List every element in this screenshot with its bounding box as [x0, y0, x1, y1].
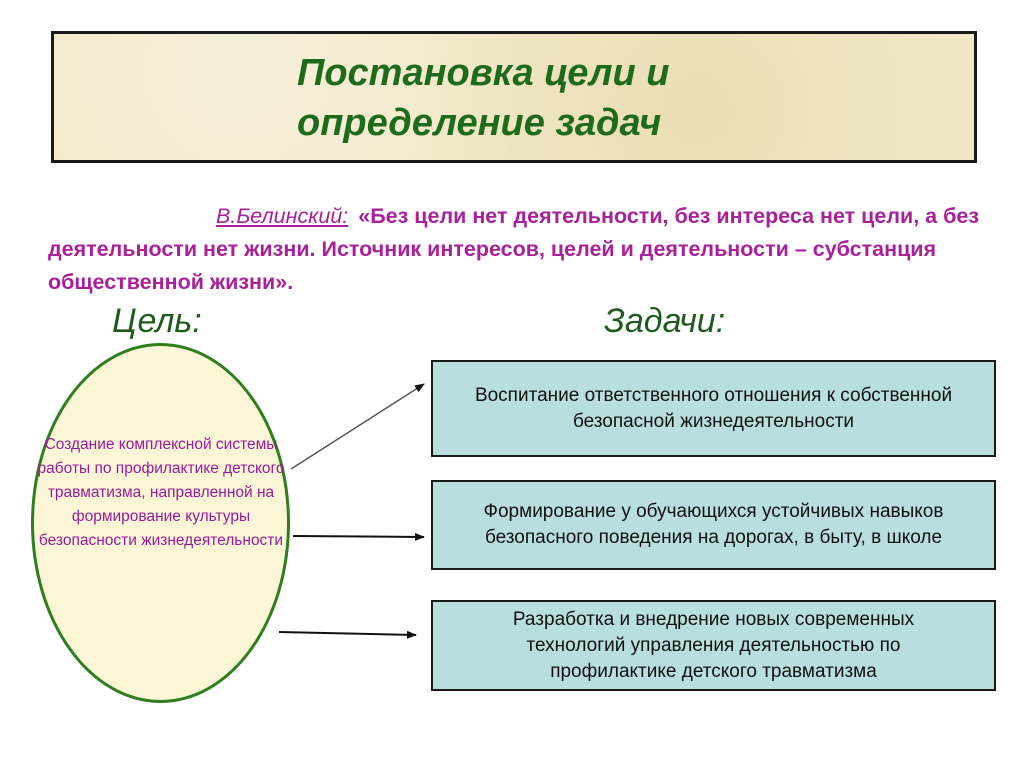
quote-text: «Без цели нет деятельности, без интереса…	[48, 204, 980, 294]
task-box-3: Разработка и внедрение новых современных…	[431, 600, 996, 691]
task-text-1: Воспитание ответственного отношения к со…	[474, 384, 953, 432]
goal-heading: Цель:	[112, 302, 202, 340]
arrow-to-task-1	[290, 383, 425, 470]
task-text-2: Формирование у обучающихся устойчивых на…	[483, 501, 944, 548]
tasks-heading: Задачи:	[604, 302, 726, 340]
arrow-to-task-2	[292, 532, 425, 541]
title-box: Постановка цели и определение задач	[51, 31, 977, 163]
goal-ellipse	[31, 343, 290, 703]
goal-text: Создание комплексной системы работы по п…	[37, 436, 285, 549]
arrow-to-task-3	[278, 630, 417, 639]
task-text-3: Разработка и внедрение новых современных…	[512, 608, 915, 682]
title-line-2: определение задач	[297, 102, 662, 144]
task-box-2: Формирование у обучающихся устойчивых на…	[431, 480, 996, 570]
title-line-1: Постановка цели и	[297, 52, 670, 94]
quote: В.Белинский:«Без цели нет деятельности, …	[48, 200, 988, 299]
task-box-1: Воспитание ответственного отношения к со…	[431, 360, 996, 457]
quote-author: В.Белинский:	[216, 204, 349, 228]
